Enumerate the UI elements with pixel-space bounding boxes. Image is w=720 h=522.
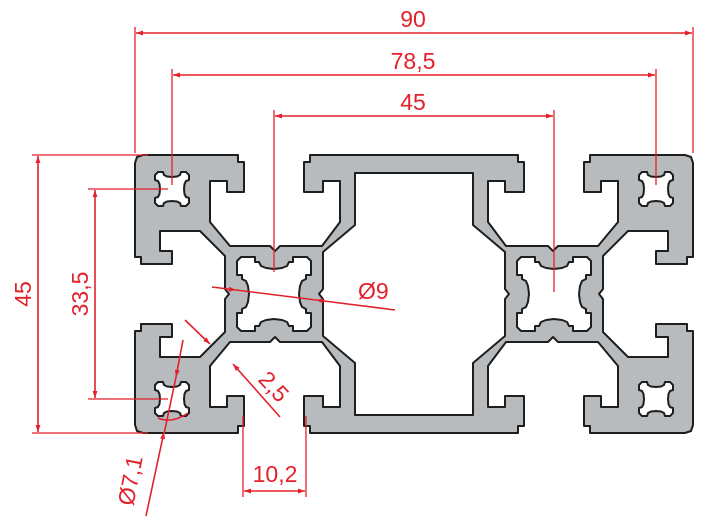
dim-label-10-2: 10,2 [253, 461, 298, 487]
core-bore-right [516, 256, 592, 332]
dim-label-78-5: 78,5 [391, 48, 436, 74]
dimension-core-spacing: 45 [273, 89, 555, 292]
profile-section [134, 154, 694, 434]
corner-bore-bottom-right [638, 381, 674, 417]
dim-label-45-left: 45 [10, 281, 36, 307]
dim-label-diameter-9: Ø9 [358, 278, 389, 304]
dim-label-2-5: 2,5 [253, 366, 294, 407]
dim-label-diameter-7-1: Ø7,1 [113, 454, 148, 508]
dim-label-45-top: 45 [400, 89, 426, 115]
dim-label-90: 90 [400, 6, 426, 32]
dimension-overall-height: 45 [10, 154, 148, 434]
dimension-corner-slot-spacing: 78,5 [171, 48, 657, 185]
corner-bore-top-right [638, 171, 674, 207]
dim-label-33-5: 33,5 [67, 272, 93, 317]
dimension-slot-width: 10,2 [242, 416, 307, 497]
center-hollow [318, 172, 510, 416]
dimension-overall-width: 90 [134, 6, 694, 153]
corner-bore-top-left [154, 171, 190, 207]
dimension-vertical-slot-spacing: 33,5 [67, 188, 168, 400]
dimension-core-bore: Ø9 [211, 278, 396, 311]
